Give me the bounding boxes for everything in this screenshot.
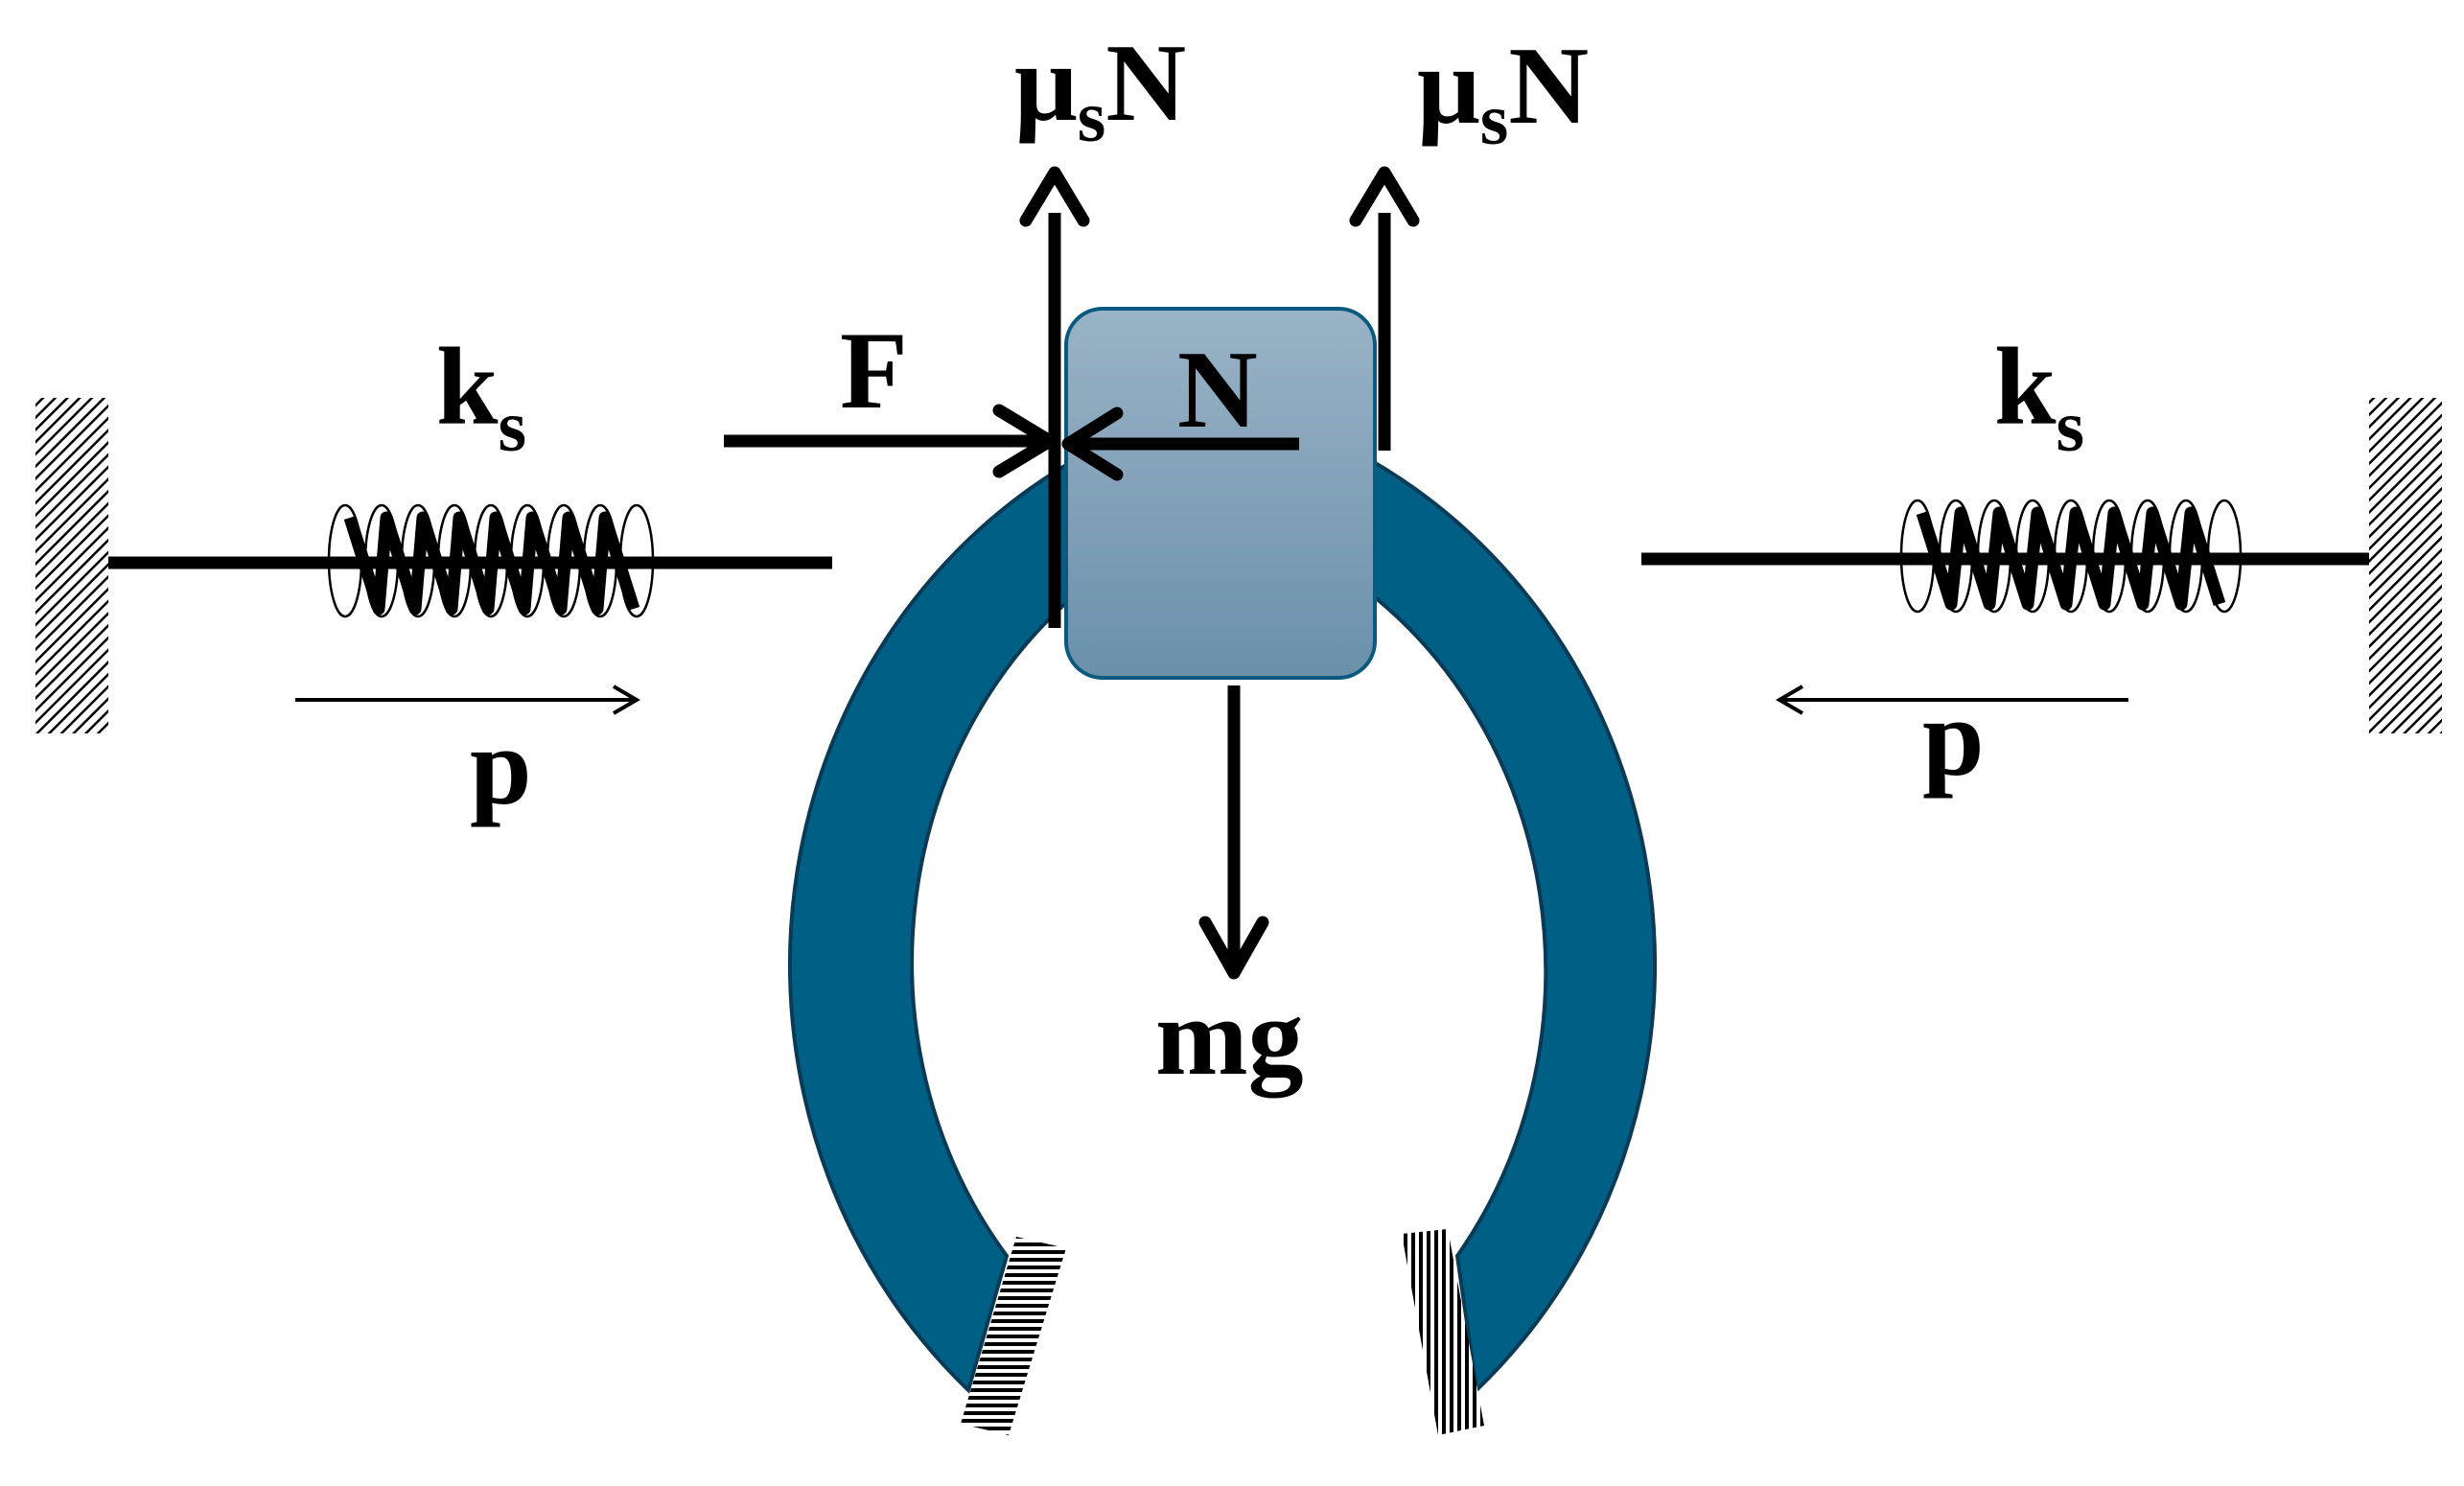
weight-label: mg (1155, 976, 1304, 1099)
normal-force-arrowhead (1061, 406, 1124, 481)
weight-arrowhead (1198, 916, 1269, 980)
left-spring-constant-label: ks (436, 326, 526, 467)
left-preload-arrowhead (612, 685, 640, 715)
right-jaw-tip-pad (1402, 1229, 1484, 1435)
left-spring-assembly (108, 503, 832, 618)
right-friction-arrowhead (1349, 166, 1420, 227)
left-friction-arrowhead (1019, 166, 1090, 227)
right-spring-constant-label: ks (1994, 326, 2084, 467)
normal-force-label: N (1177, 329, 1258, 452)
gripped-block (1064, 307, 1377, 680)
right-friction-label: μsN (1417, 25, 1589, 160)
right-spring-assembly (1641, 499, 2369, 614)
right-gripper-jaw (1352, 449, 1658, 1395)
left-friction-label: μsN (1014, 22, 1186, 157)
left-wall-mount (35, 398, 108, 733)
left-jaw-tip-pad (961, 1237, 1066, 1435)
applied-force-label: F (840, 310, 908, 432)
right-spring-coil (1899, 499, 2243, 614)
right-preload-arrowhead (1776, 685, 1804, 715)
left-preload-label: p (470, 706, 532, 828)
left-gripper-jaw (787, 449, 1094, 1394)
applied-force-arrowhead (992, 404, 1057, 478)
right-preload-label: p (1922, 677, 1985, 800)
left-spring-coil (327, 503, 655, 618)
right-wall-mount (2369, 398, 2442, 733)
